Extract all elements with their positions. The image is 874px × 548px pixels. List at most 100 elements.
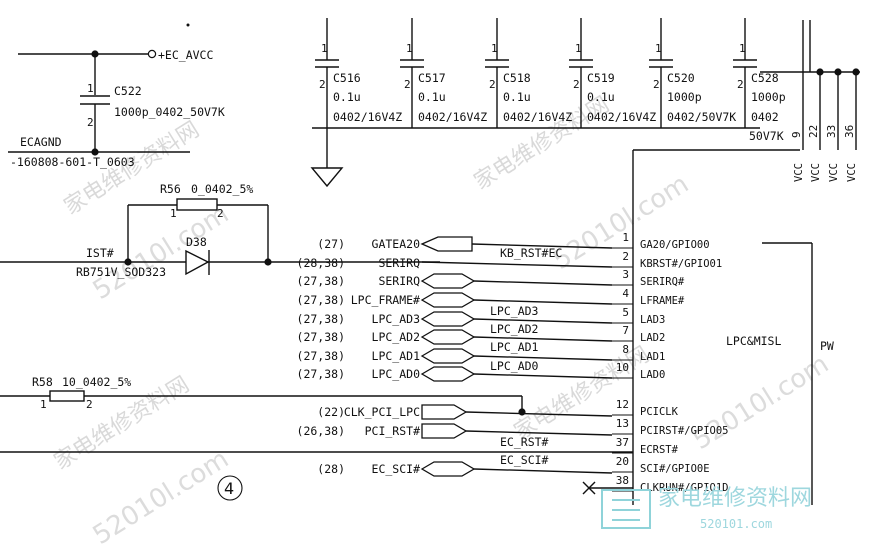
signal-rows: (27)GATEA20 (28,38) SERIRQ (27,38)SERIRQ (27… [297,236,613,477]
lpc-ad1-net: LPC_AD1 [490,340,539,354]
signal-lpc-ad0: (27,38)LPC_AD0 [297,366,613,382]
signal-lpc-ad1: (27,38)LPC_AD1 [297,348,613,364]
cap-value: 1000p [667,90,702,104]
signal-ref: (28,38) [297,256,345,270]
ec-ic-body: LPC&MISL PW 1GA20/GPIO002KBRST#/GPIO013S… [612,149,834,505]
ec-avcc-label: +EC_AVCC [158,48,213,62]
cap-package: 0402/16V4Z [418,110,487,124]
port-shape [420,461,476,477]
cap-pin1: 1 [739,42,746,55]
port-shape [421,423,468,439]
signal-name: LPC_AD1 [372,349,421,363]
cap-value: 0.1u [333,90,361,104]
cap-value: 1000p [751,90,786,104]
r56-pin1: 1 [170,207,177,220]
cap-package: 0402/16V4Z [333,110,402,124]
vcc-pin-name: VCC [828,163,840,182]
signal-ref: (22) [317,405,345,419]
r56-value: 0_0402_5% [191,182,253,196]
ic-pin-name: ECRST# [640,444,679,456]
cap-pin2: 2 [319,78,326,91]
signal-name: LPC_FRAME# [351,293,420,307]
ic-pin-number: 20 [616,455,629,468]
r56-resistor [176,198,218,211]
cap-ref: C516 [333,71,361,85]
vcc-pin-name: VCC [846,163,858,182]
ecrst-sci-nets: EC_RST# EC_SCI# KB_RST#EC LPC_AD3 LPC_AD… [0,246,633,495]
kb-rst-net: KB_RST#EC [500,246,562,260]
signal-pci-rst-: (26,38) PCI_RST# [297,423,613,439]
signal-ref: (26,38) [297,424,345,438]
watermark-cn-2: 家电维修资料网 [470,92,614,195]
port-shape [420,366,476,382]
ic-pin-name: PCIRST#/GPIO05 [640,425,729,437]
cap-pin1: 1 [321,42,328,55]
port-shape [420,311,476,327]
lpc-ad3-net: LPC_AD3 [490,304,539,318]
cap-pin2: 2 [737,78,744,91]
d38-part: RB751V_SOD323 [76,265,166,279]
signal-name: PCI_RST# [365,424,420,438]
r56-pin2: 2 [217,207,224,220]
r56-ref: R56 [160,182,181,196]
cap-c516: 1 2 C516 0.1u 0402/16V4Z [315,18,402,128]
cap-pin2: 2 [489,78,496,91]
ic-side-label: PW [820,339,834,353]
ic-pin-number: 37 [616,436,629,449]
cap-ref: C519 [587,71,615,85]
port-shape [421,404,468,420]
ic-pin-name: LFRAME# [640,295,685,307]
signal-ec-sci-: (28)EC_SCI# [317,461,613,477]
signal-lpc-frame-: (27,38)LPC_FRAME# [297,292,613,308]
ic-pin-number: 4 [622,287,629,300]
watermark-badge: 家电维修资料网 520101.com [601,486,812,531]
r58-ref: R58 [32,375,53,389]
signal-serirq: (27,38)SERIRQ [297,273,613,289]
c522-pin1: 1 [87,82,94,95]
ic-pin-name: LAD0 [640,369,665,381]
cap-pin2: 2 [573,78,580,91]
cap-pin2: 2 [653,78,660,91]
signal-name: CLK_PCI_LPC [344,405,420,419]
ecagnd-label: ECAGND [20,135,62,149]
ic-pin-name: LAD1 [640,351,665,363]
cap-pin1: 1 [655,42,662,55]
signal-clk-pci-lpc: (22)CLK_PCI_LPC [317,404,613,420]
signal-name: GATEA20 [372,237,421,251]
signal-ref: (28) [317,462,345,476]
ec-rst-net: EC_RST# [500,435,549,449]
cap-value: 0.1u [418,90,446,104]
signal-name: SERIRQ [378,256,420,270]
badge-cn: 家电维修资料网 [658,486,812,511]
cap-package: 0402/50V7K [667,110,736,124]
signal-ref: (27,38) [297,330,345,344]
port-shape [420,348,476,364]
port-shape [420,292,476,308]
cap-pin1: 1 [491,42,498,55]
vcc-pin-name: VCC [810,163,822,182]
ec-avcc-section: +EC_AVCC 1 2 C522 1000p_0402_50V7K ECAGN… [8,23,225,169]
ic-pin-name: LAD3 [640,314,665,326]
signal-gatea20: (27)GATEA20 [317,236,613,252]
ground-symbol [310,167,344,188]
ec-avcc-port [147,49,157,59]
r56-d38-section: R56 0_0402_5% 1 2 D38 IST# RB751V_SOD323 [0,182,440,279]
lpc-ad0-net: LPC_AD0 [490,359,539,373]
cap-value: 0.1u [503,90,531,104]
port-shape [420,329,476,345]
